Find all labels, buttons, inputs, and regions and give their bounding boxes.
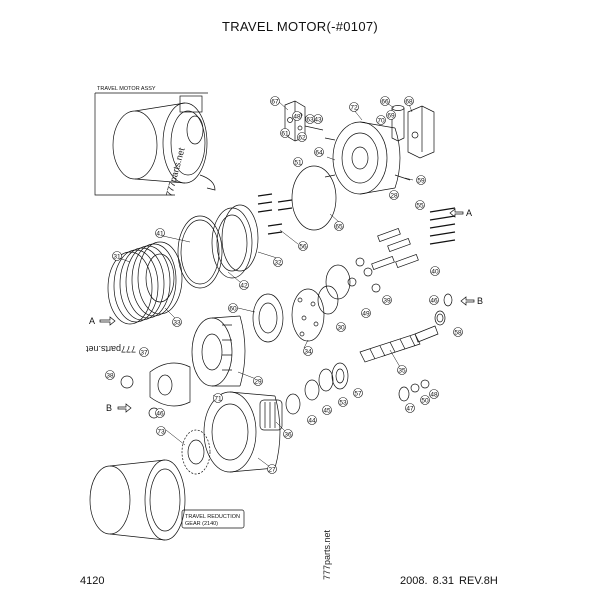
callout-34: 34	[304, 349, 312, 356]
revision-date: 2008. 8.31 REV.8H	[400, 575, 498, 587]
arrow-b-right	[460, 296, 475, 306]
callout-61: 61	[281, 131, 289, 138]
watermark: 777parts.net	[322, 529, 332, 580]
watermark: 777parts.net	[86, 344, 137, 354]
callout-39: 39	[383, 298, 391, 305]
reduction-label-box	[181, 509, 245, 529]
piston-assemblies	[347, 227, 419, 293]
part-47	[398, 386, 410, 402]
bearing-57	[331, 362, 349, 390]
callout-59: 59	[417, 178, 425, 185]
seal-ring-41	[177, 215, 223, 289]
callout-55: 55	[416, 203, 424, 210]
inset-label: TRAVEL MOTOR ASSY	[97, 86, 156, 92]
callout-71: 71	[214, 396, 222, 403]
callout-30: 30	[337, 325, 345, 332]
callout-36: 36	[284, 432, 292, 439]
callout-38: 38	[106, 373, 114, 380]
spacer-30	[317, 285, 339, 315]
reduction-label-line2: GEAR (2140)	[185, 521, 218, 527]
callout-62: 62	[298, 135, 306, 142]
callout-65: 65	[335, 224, 343, 231]
callout-33: 33	[173, 320, 181, 327]
part-46b	[443, 293, 453, 307]
callout-56: 56	[299, 244, 307, 251]
callout-50: 50	[421, 398, 429, 405]
arrow-b-right-label: B	[477, 296, 483, 306]
swash-plate	[149, 362, 191, 407]
washer-45	[304, 379, 320, 401]
callout-48-right: 48	[430, 392, 438, 399]
page-title: TRAVEL MOTOR(-#0107)	[221, 19, 379, 34]
drum-housing	[89, 459, 186, 541]
callout-66: 66	[381, 99, 389, 106]
callout-51: 51	[294, 160, 302, 167]
travel-motor-assy-inset	[94, 92, 216, 196]
washer-44	[285, 393, 301, 415]
callout-27: 27	[268, 467, 276, 474]
motor-housing	[324, 121, 411, 195]
planet-gear	[181, 429, 211, 475]
callout-58: 58	[454, 330, 462, 337]
drive-shaft	[359, 325, 439, 363]
callout-60: 60	[229, 306, 237, 313]
callout-73: 73	[157, 429, 165, 436]
arrow-b-left-label: B	[106, 403, 112, 413]
callout-41: 41	[156, 231, 164, 238]
callout-49: 49	[362, 311, 370, 318]
callout-29: 29	[254, 379, 262, 386]
needle-bearing	[259, 399, 283, 431]
washer-53	[318, 368, 334, 392]
arrow-a-right	[449, 208, 464, 218]
callout-47: 47	[406, 406, 414, 413]
control-valve-right	[391, 105, 435, 159]
callout-31: 31	[113, 254, 121, 261]
retainer-49	[325, 264, 351, 300]
callout-45: 45	[323, 408, 331, 415]
callout-46: 46	[430, 298, 438, 305]
callout-markers	[105, 96, 463, 474]
callout-42: 42	[240, 283, 248, 290]
callout-40: 40	[431, 269, 439, 276]
callout-35: 35	[398, 368, 406, 375]
callout-43: 43	[314, 117, 322, 124]
page-number: 4120	[80, 575, 105, 587]
callout-64: 64	[315, 150, 323, 157]
arrow-a-left	[99, 316, 116, 326]
callout-48-top: 48	[293, 114, 301, 121]
callout-28: 28	[390, 193, 398, 200]
callout-53: 53	[339, 400, 347, 407]
bearing-60	[252, 293, 284, 343]
friction-plates	[107, 241, 183, 325]
valve-plate	[291, 288, 325, 342]
reduction-label-line1: TRAVEL REDUCTION	[185, 514, 240, 520]
callout-32: 32	[274, 260, 282, 267]
part-46	[434, 310, 446, 326]
callout-46-left: 46	[156, 411, 164, 418]
part-48-right	[420, 379, 430, 389]
callout-68: 68	[405, 99, 413, 106]
part-38	[120, 375, 134, 389]
arrow-a-left-label: A	[89, 316, 95, 326]
cylinder-block	[191, 315, 246, 387]
reduction-gear-housing	[203, 391, 281, 473]
callout-37: 37	[140, 350, 148, 357]
callout-57: 57	[354, 391, 362, 398]
spring-group	[257, 193, 456, 245]
arrow-b-left	[117, 403, 132, 413]
callout-labels: 67 66 68 72 70 69 43 48 61 62 63 64 51 5…	[106, 99, 462, 474]
callout-72: 72	[350, 105, 358, 112]
part-50	[410, 383, 420, 393]
callout-44: 44	[308, 418, 316, 425]
arrow-a-right-label: A	[466, 208, 472, 218]
callout-70: 70	[377, 118, 385, 125]
callout-67: 67	[271, 99, 279, 106]
callout-63: 63	[306, 117, 314, 124]
callout-69: 69	[387, 113, 395, 120]
o-ring	[291, 165, 337, 231]
